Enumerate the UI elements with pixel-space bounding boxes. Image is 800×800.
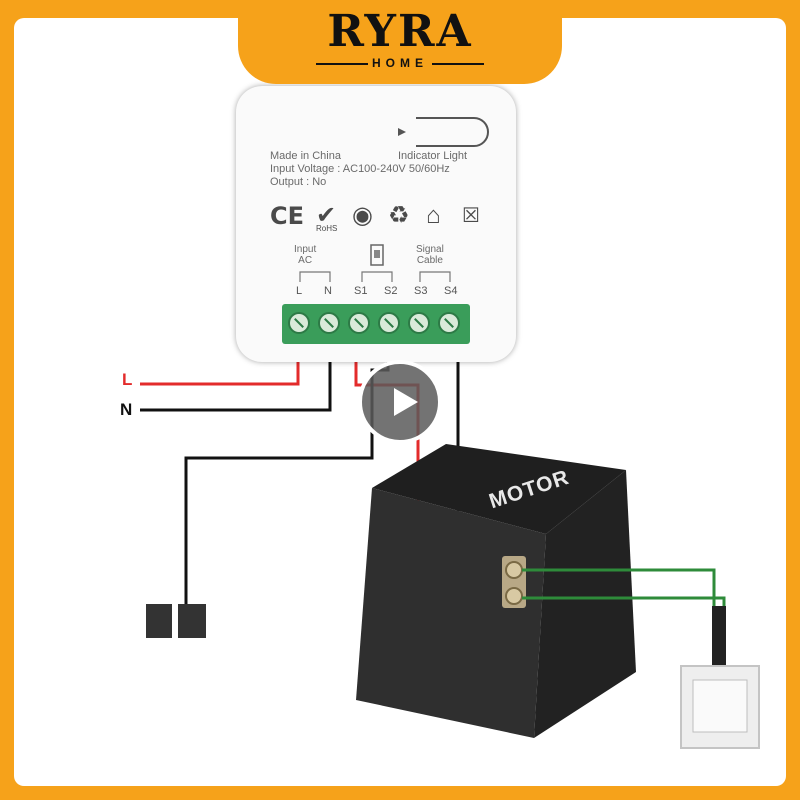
brand-subtitle: HOME (372, 56, 428, 70)
switch-icon (370, 244, 384, 266)
input-voltage-text: Input Voltage : AC100-240V 50/60Hz (270, 163, 450, 175)
sensor-left (146, 604, 172, 638)
indicator-light-text: Indicator Light (398, 150, 468, 162)
smart-switch-module: Made in China Input Voltage : AC100-240V… (236, 86, 516, 362)
switch-cable (712, 606, 726, 668)
neutral-wire-label: N (120, 400, 133, 419)
motor-side (534, 470, 636, 738)
recycle-icon: ♻ (388, 202, 410, 229)
terminal-screw-s3 (408, 312, 430, 334)
terminal-screw-s1 (348, 312, 370, 334)
output-text: Output : No (270, 176, 327, 188)
pin-label-n: N (324, 285, 332, 297)
rohs-label: RoHS (316, 224, 338, 233)
brand-divider-right (432, 63, 484, 65)
motor-terminal-bottom (505, 587, 523, 605)
live-wire-label: L (122, 370, 133, 389)
made-in-text: Made in China (270, 150, 341, 162)
motor-terminal-top (505, 561, 523, 579)
weee-bin-icon: ☒ (462, 205, 480, 227)
brand-divider-left (316, 63, 368, 65)
pin-label-s1: S1 (354, 285, 368, 297)
switch-wire-bottom (522, 596, 726, 606)
pin-label-s3: S3 (414, 285, 428, 297)
terminal-screw-l (288, 312, 310, 334)
input-ac-label: Input AC (294, 244, 317, 266)
pin-label-l: L (296, 285, 303, 297)
wall-switch-rocker (692, 679, 748, 733)
sensor-right (178, 604, 206, 638)
switch-wire-top (522, 568, 716, 606)
motor-top (372, 444, 626, 534)
terminal-block (282, 304, 470, 344)
pin-label-s4: S4 (444, 285, 458, 297)
video-play-button[interactable] (358, 360, 442, 444)
house-icon: ⌂ (426, 202, 441, 229)
pin-label-s2: S2 (384, 285, 398, 297)
rohs-icon: ✔RoHS (316, 202, 338, 233)
green-dot-icon: ◉ (352, 202, 373, 229)
terminal-screw-s2 (378, 312, 400, 334)
ce-mark-icon: CE (270, 202, 305, 230)
terminal-bracket-lines (299, 271, 451, 282)
terminal-screw-s4 (438, 312, 460, 334)
signal-cable-label: Signal Cable (416, 244, 444, 266)
neutral-wire (140, 346, 332, 412)
brand-logo: RYRA (327, 6, 473, 57)
motor-front (356, 488, 546, 738)
brand-banner: RYRA HOME (238, 0, 562, 84)
terminal-screw-n (318, 312, 340, 334)
indicator-light-icon (398, 117, 489, 147)
